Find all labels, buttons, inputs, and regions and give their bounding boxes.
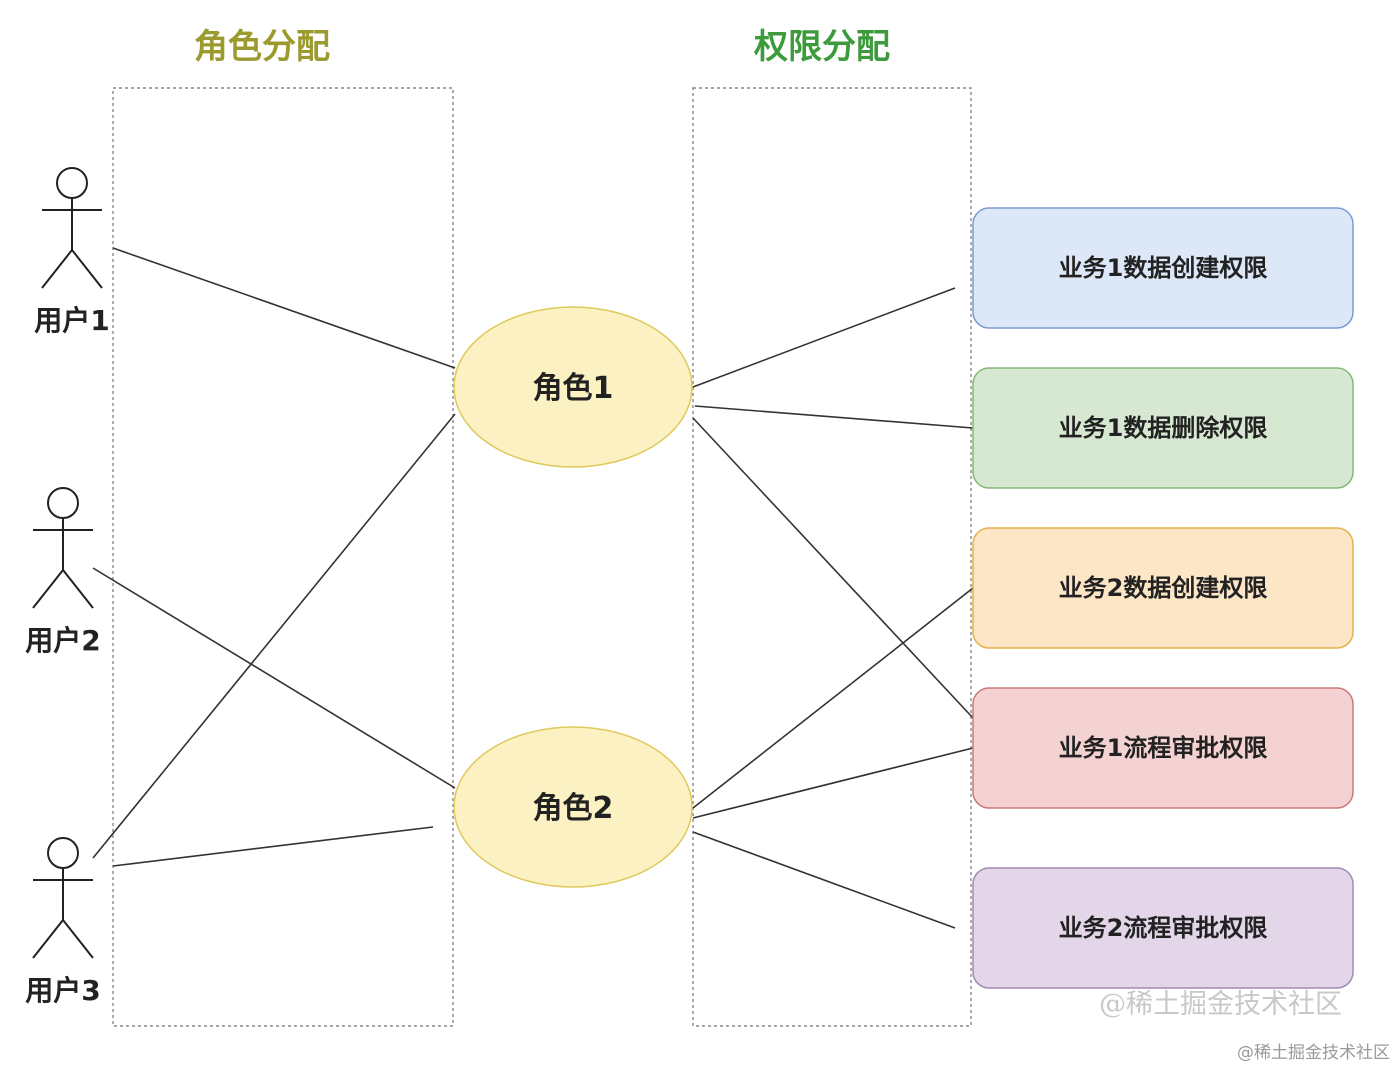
- person-icon: [32, 837, 94, 959]
- person-icon: [32, 487, 94, 609]
- connector-role2-perm4: [692, 747, 974, 819]
- connector-role1-perm2: [694, 405, 974, 429]
- connector-role1-perm4: [692, 417, 974, 719]
- roles-section-title: 角色分配: [194, 27, 330, 67]
- permission-node-5: 业务2流程审批权限: [972, 867, 1354, 989]
- user-label: 用户1: [34, 304, 109, 337]
- roles-group-box: [112, 87, 454, 1027]
- user-actor-1: 用户1: [34, 167, 110, 337]
- permission-label: 业务2数据创建权限: [1059, 574, 1268, 602]
- permission-box: [972, 527, 1354, 649]
- user-role-connections: [92, 247, 456, 867]
- connector-user2-role2: [92, 567, 456, 789]
- permission-box: [972, 687, 1354, 809]
- role-ellipse: [453, 306, 693, 468]
- role-label: 角色1: [533, 371, 614, 406]
- role-label: 角色2: [533, 791, 614, 826]
- connector-role2-perm5: [692, 831, 956, 929]
- permission-box: [972, 867, 1354, 989]
- permission-node-3: 业务2数据创建权限: [972, 527, 1354, 649]
- person-icon: [41, 167, 103, 289]
- permission-node-2: 业务1数据删除权限: [972, 367, 1354, 489]
- permission-node-1: 业务1数据创建权限: [972, 207, 1354, 329]
- watermark-small-text: @稀土掘金技术社区: [1237, 1043, 1390, 1063]
- permissions-section-title: 权限分配: [753, 27, 890, 67]
- user-actor-2: 用户2: [25, 487, 101, 657]
- permission-box: [972, 207, 1354, 329]
- role-permission-connections: [692, 287, 974, 929]
- permission-label: 业务1数据创建权限: [1059, 254, 1268, 282]
- watermark-text: @稀土掘金技术社区: [1099, 989, 1342, 1020]
- connector-user1-role1: [112, 247, 456, 369]
- connector-user3-role2: [112, 826, 434, 867]
- permission-label: 业务1数据删除权限: [1059, 414, 1268, 442]
- permission-label: 业务1流程审批权限: [1059, 734, 1268, 762]
- role-node-2: 角色2: [453, 726, 693, 888]
- permission-box: [972, 367, 1354, 489]
- connector-user3-role1: [92, 413, 456, 859]
- user-label: 用户2: [25, 624, 100, 657]
- permission-label: 业务2流程审批权限: [1059, 914, 1268, 942]
- role-ellipse: [453, 726, 693, 888]
- user-actor-3: 用户3: [25, 837, 101, 1007]
- user-label: 用户3: [25, 974, 100, 1007]
- permissions-group-box: [692, 87, 972, 1027]
- connector-role2-perm3: [692, 587, 974, 809]
- role-node-1: 角色1: [453, 306, 693, 468]
- connector-role1-perm1: [692, 287, 956, 388]
- permission-node-4: 业务1流程审批权限: [972, 687, 1354, 809]
